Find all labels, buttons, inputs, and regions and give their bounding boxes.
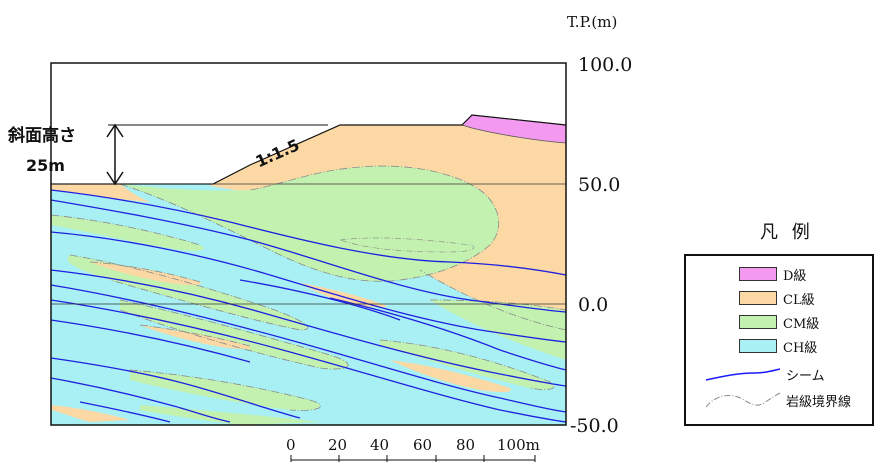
cl-lens-5 [300, 283, 386, 308]
scale-label-40: 40 [370, 436, 389, 454]
slope-height-arrow [106, 123, 124, 186]
legend-label-ch: CH級 [783, 340, 818, 356]
cl-lens-4 [51, 405, 130, 422]
slope-height-value: 25m [26, 156, 65, 175]
legend-swatch-d [739, 267, 777, 281]
section-frame [50, 62, 567, 426]
cl-lens-1 [90, 262, 201, 286]
cl-lens-3 [390, 360, 511, 393]
legend-swatch-cm [739, 315, 777, 329]
legend-item-ch: CH級 [686, 336, 817, 356]
boundary-line-sample [705, 392, 781, 408]
scale-label-100m: 100m [497, 436, 540, 454]
cl-zone-left [51, 184, 150, 202]
cm-zone-lens [339, 237, 475, 253]
scale-label-60: 60 [413, 436, 432, 454]
axis-tick-minus50: -50.0 [570, 415, 619, 437]
cm-zone-low-1 [130, 370, 321, 411]
legend-label-d: D級 [783, 268, 807, 284]
seam-line-sample [705, 368, 781, 381]
legend-label-cm: CM級 [783, 316, 820, 332]
legend-box: D級 CL級 CM級 CH級 シーム 岩級境界線 [684, 254, 874, 426]
cm-zone-main [120, 166, 499, 282]
scale-label-20: 20 [328, 436, 347, 454]
legend-label-cl: CL級 [783, 292, 815, 308]
legend-item-seam: シーム [686, 364, 825, 384]
axis-tick-100: 100.0 [578, 54, 632, 76]
scale-label-0: 0 [286, 436, 296, 454]
cm-zone-low-2 [380, 340, 554, 390]
scale-bar: 0 20 40 60 80 100m [286, 436, 540, 462]
axis-tick-0: 0.0 [578, 294, 608, 316]
legend-item-cl: CL級 [686, 288, 815, 308]
legend-item-cm: CM級 [686, 312, 819, 332]
legend-label-seam: シーム [786, 368, 825, 384]
legend-label-boundary: 岩級境界線 [786, 394, 852, 410]
seam-lines [50, 189, 567, 423]
cm-zone-bottom [140, 405, 320, 425]
rock-class-boundaries [50, 165, 567, 411]
scale-label-80: 80 [456, 436, 475, 454]
cm-zone-left-1 [51, 215, 204, 251]
slope-height-label: 斜面高さ [7, 125, 76, 146]
cm-zone-right [430, 300, 566, 360]
axis-tick-50: 50.0 [578, 174, 620, 196]
legend-swatch-cl [739, 291, 777, 305]
legend-title: 凡 例 [760, 222, 814, 243]
legend-swatch-ch [739, 339, 777, 353]
axis-unit-label: T.P.(m) [567, 13, 617, 31]
legend-item-boundary: 岩級境界線 [686, 390, 851, 410]
legend-item-d: D級 [686, 264, 806, 284]
